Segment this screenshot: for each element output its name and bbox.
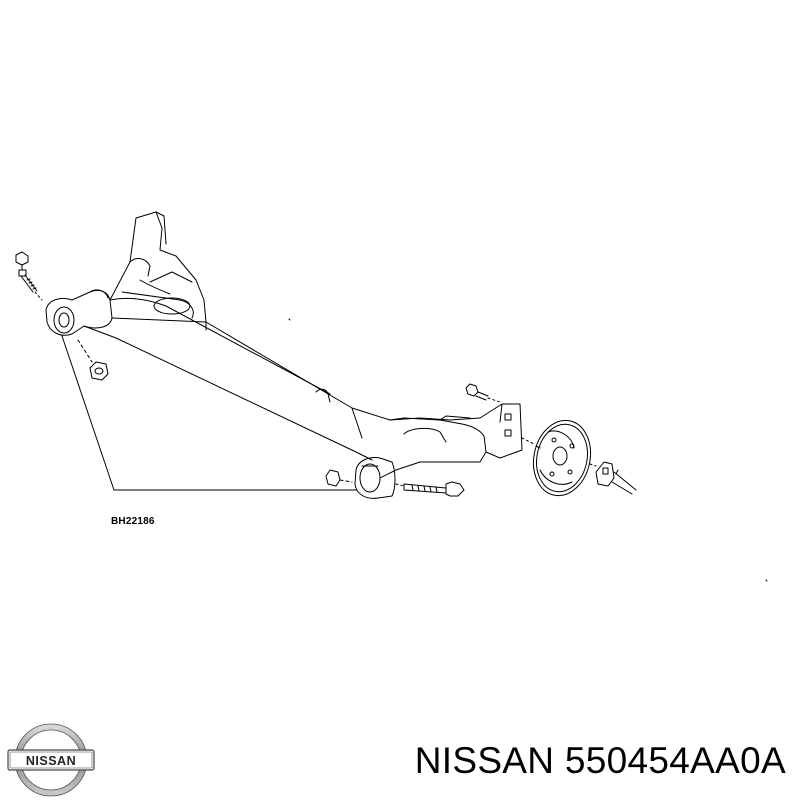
right-bushing-eye — [354, 457, 396, 499]
caption-brand: NISSAN — [414, 740, 555, 781]
left-nut — [77, 339, 109, 381]
right-trailing-arm — [379, 403, 523, 479]
wheel-hub-stub — [589, 461, 637, 495]
callout-leader-lines — [61, 335, 357, 491]
stray-marks — [288, 318, 768, 582]
right-mounting-bolt — [395, 481, 465, 497]
part-caption: NISSAN 550454AA0A — [415, 740, 786, 782]
nissan-logo-text: NISSAN — [26, 754, 76, 768]
nissan-logo: NISSAN — [7, 723, 95, 797]
left-mounting-bolt — [15, 251, 43, 301]
caption-part-number: 550454AA0A — [564, 740, 786, 781]
brake-backing-plate — [521, 419, 592, 497]
bracket-bolt — [465, 383, 501, 403]
axle-beam — [83, 211, 481, 461]
right-nut — [325, 469, 353, 487]
diagram-part-code: BH22186 — [111, 516, 155, 527]
left-bushing-eye — [45, 289, 113, 336]
